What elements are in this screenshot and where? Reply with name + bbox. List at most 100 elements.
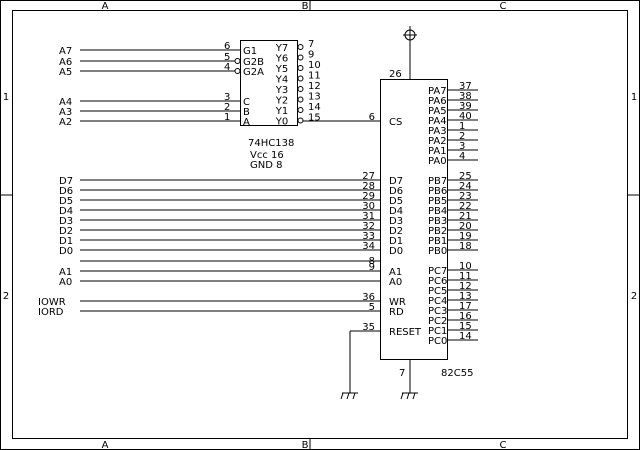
- ppi-net-label-a1: A1: [59, 267, 72, 278]
- ppi-pin-number-pc4: 13: [459, 291, 472, 302]
- ppi-net-label-d7: D7: [59, 176, 73, 187]
- decoder-pin-number-a: 1: [224, 112, 230, 123]
- ppi-pin-label-d6: D6: [389, 186, 403, 197]
- frame-col-label-c: C: [500, 1, 507, 12]
- vcc-symbol: 26: [389, 26, 417, 80]
- ppi-vcc-pin-number: 26: [389, 69, 402, 80]
- ppi-pin-label-rd: RD: [389, 307, 404, 318]
- decoder-body: [240, 40, 298, 126]
- ppi-pin-number-d7: 27: [362, 171, 375, 182]
- reset-ground-symbol: [340, 330, 380, 400]
- frame-row-label-2-right: 2: [631, 291, 637, 302]
- ppi-pin-label-d0: D0: [389, 246, 403, 257]
- decoder-pin-number-c: 3: [224, 92, 230, 103]
- decoder-y0-inversion-bubble: [297, 117, 304, 124]
- ppi-pin-label-d1: D1: [389, 236, 403, 247]
- decoder-pin-label-b: B: [243, 107, 250, 118]
- ppi-pin-label-pb0: PB0: [428, 246, 447, 257]
- frame-row-label-1: 1: [3, 92, 9, 103]
- ppi-pin-label-pb3: PB3: [428, 216, 447, 227]
- ppi-pin-label-pa4: PA4: [428, 116, 447, 127]
- ppi-pin-number-pb5: 23: [459, 191, 472, 202]
- ppi-pin-label-pa0: PA0: [428, 156, 447, 167]
- ppi-net-label-d3: D3: [59, 216, 73, 227]
- decoder-net-label-a5: A5: [59, 67, 72, 78]
- decoder-net-label-a6: A6: [59, 57, 72, 68]
- ppi-pin-label-d5: D5: [389, 196, 403, 207]
- decoder-pin-number-y5: 10: [308, 60, 321, 71]
- frame-col-label-a-bottom: A: [102, 440, 109, 450]
- ppi-pin-number-pa7: 37: [459, 81, 472, 92]
- ppi-pin-label-d2: D2: [389, 226, 403, 237]
- decoder-pin-number-b: 2: [224, 102, 230, 113]
- decoder-pin-number-y3: 12: [308, 81, 321, 92]
- ppi-pin-number-pb4: 22: [459, 201, 472, 212]
- ppi-pin-label-pc1: PC1: [428, 326, 447, 337]
- ppi-pin-number-cs: 6: [369, 112, 375, 123]
- frame-row-label-1-right: 1: [631, 92, 637, 103]
- ppi-pin-number-pa6: 38: [459, 91, 472, 102]
- decoder-net-label-a3: A3: [59, 107, 72, 118]
- ppi-pin-number-pa3: 1: [459, 121, 465, 132]
- decoder-net-label-a2: A2: [59, 117, 72, 128]
- decoder-pin-label-y6: Y6: [275, 54, 288, 65]
- ppi-net-label-d6: D6: [59, 186, 73, 197]
- ppi-pin-number-pa4: 40: [459, 111, 472, 122]
- decoder-pin-number-g1: 6: [224, 41, 230, 52]
- decoder-pin-number-y1: 14: [308, 102, 321, 113]
- frame-row-label-2: 2: [3, 291, 9, 302]
- ppi-pin-label-pc7: PC7: [428, 266, 447, 277]
- decoder-pin-label-y4: Y4: [275, 75, 288, 86]
- decoder-g2b-inversion-bubble: [234, 58, 241, 64]
- decoder-pin-number-y7: 7: [308, 39, 314, 50]
- ppi-net-label-d4: D4: [59, 206, 73, 217]
- ppi-pin-label-pa2: PA2: [428, 136, 447, 147]
- ppi-pin-label-pc0: PC0: [428, 336, 447, 347]
- ppi-pin-label-reset: RESET: [389, 327, 422, 338]
- ppi-net-label-d0: D0: [59, 246, 73, 257]
- decoder-pin-number-y0: 15: [308, 113, 321, 124]
- decoder-pin-label-y5: Y5: [275, 64, 288, 75]
- decoder-pin-label-y7: Y7: [275, 43, 288, 54]
- decoder-y2-inversion-bubble: [297, 96, 304, 103]
- ppi-pin-label-pc6: PC6: [428, 276, 447, 287]
- ppi-pin-label-a1: A1: [389, 267, 402, 278]
- ppi-pin-number-pb7: 25: [459, 171, 472, 182]
- ppi-pin-label-d7: D7: [389, 176, 403, 187]
- ppi-pin-number-pb1: 19: [459, 231, 472, 242]
- decoder-y3-inversion-bubble: [297, 86, 304, 92]
- ppi-pin-number-pa0: 4: [459, 151, 465, 162]
- decoder-pin-label-a: A: [243, 117, 250, 128]
- frame-col-label-b-bottom: B: [302, 440, 309, 450]
- ppi-pin-label-pb1: PB1: [428, 236, 447, 247]
- ppi-pin-label-pa5: PA5: [428, 106, 447, 117]
- ppi-pin-number-d4: 30: [362, 201, 375, 212]
- ppi-pin-label-pb6: PB6: [428, 186, 447, 197]
- ppi-net-label-d2: D2: [59, 226, 73, 237]
- ppi-pin-label-pc5: PC5: [428, 286, 447, 297]
- ppi-pin-label-pa7: PA7: [428, 86, 447, 97]
- decoder-g2a-inversion-bubble: [234, 68, 241, 74]
- decoder-y5-inversion-bubble: [297, 65, 304, 71]
- ppi-pin-number-pb0: 18: [459, 241, 472, 252]
- ppi-pin-number-d2: 32: [362, 221, 375, 232]
- ppi-pin-label-pa3: PA3: [428, 126, 447, 137]
- ppi-pin-number-a1: 9: [369, 262, 375, 273]
- ppi-pin-label-pb4: PB4: [428, 206, 447, 217]
- ppi-pin-number-d1: 33: [362, 231, 375, 242]
- ppi-net-label-a0: A0: [59, 277, 72, 288]
- ppi-pin-number-reset: 35: [362, 322, 375, 333]
- ppi-pin-label-d4: D4: [389, 206, 403, 217]
- decoder-pin-number-g2a: 4: [224, 62, 230, 73]
- decoder-net-label-a7: A7: [59, 46, 72, 57]
- ppi-net-label-d5: D5: [59, 196, 73, 207]
- ppi-part-label: 82C55: [441, 368, 473, 379]
- ppi-pin-number-d3: 31: [362, 211, 375, 222]
- ppi-pin-label-pb7: PB7: [428, 176, 447, 187]
- decoder-pin-label-g2a: G2A: [243, 67, 264, 78]
- ppi-pin-number-rd: 5: [369, 302, 375, 313]
